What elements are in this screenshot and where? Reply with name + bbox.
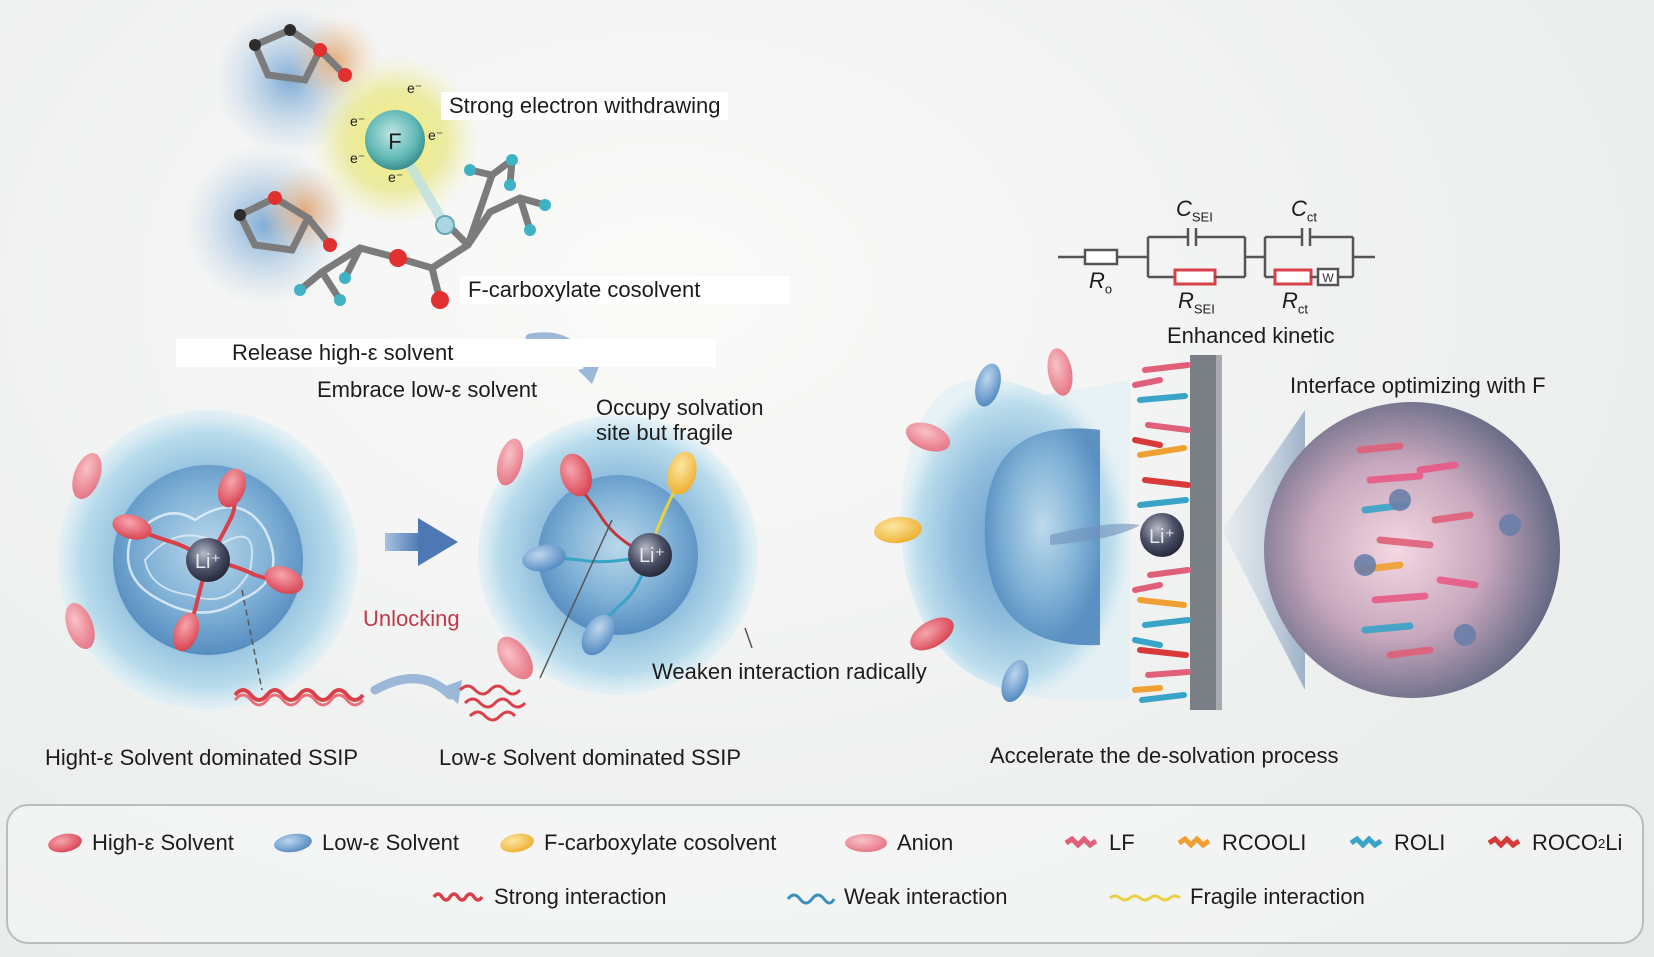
- legend-f-carboxylate: F-carboxylate cosolvent: [498, 828, 776, 858]
- label-interface: Interface optimizing with F: [1290, 373, 1546, 398]
- low-e-ssip-cluster: Li⁺: [458, 415, 758, 722]
- legend-row-1: High-ε Solvent Low-ε Solvent F-carboxyla…: [8, 828, 1642, 858]
- legend-lf: LF: [1063, 828, 1135, 858]
- label-strong-withdrawing: Strong electron withdrawing: [441, 92, 729, 121]
- label-enhanced: Enhanced kinetic: [1167, 323, 1335, 348]
- csei-label: CSEI: [1176, 196, 1213, 225]
- svg-text:e⁻: e⁻: [388, 169, 403, 185]
- fluorine-atom: [365, 110, 425, 170]
- legend-anion: Anion: [843, 828, 953, 858]
- cct-label: Cct: [1291, 196, 1318, 225]
- red-squiggle-icon: [1487, 835, 1521, 849]
- pink-squiggle-icon: [1064, 835, 1098, 849]
- orange-squiggle-icon: [1177, 835, 1211, 849]
- red-ellipse-icon: [48, 833, 82, 853]
- legend-row-2: Strong interaction Weak interaction Frag…: [8, 882, 1642, 912]
- legend-high-e-solvent: High-ε Solvent: [46, 828, 234, 858]
- fragile-wave-icon: [1109, 894, 1181, 902]
- warburg-label: W: [1322, 271, 1334, 285]
- label-accelerate: Accelerate the de-solvation process: [990, 743, 1339, 768]
- legend-low-e-solvent: Low-ε Solvent: [272, 828, 459, 858]
- pink-ellipse-icon: [845, 834, 887, 852]
- lithium-ion-label: Li⁺: [195, 551, 221, 573]
- f-carboxylate-molecule: F e⁻ e⁻ e⁻ e⁻ e⁻: [185, 5, 551, 309]
- label-low-ssip: Low-ε Solvent dominated SSIP: [439, 745, 742, 770]
- label-hight-ssip: Hight-ε Solvent dominated SSIP: [45, 745, 359, 770]
- label-release: Release high-ε solvent: [176, 339, 716, 368]
- desolvation-illustration: Li⁺: [874, 348, 1560, 710]
- label-unlocking: Unlocking: [363, 606, 460, 631]
- label-occupy: Occupy solvation site but fragile: [596, 395, 764, 445]
- curved-arrow-bottom-icon: [370, 674, 455, 700]
- rct-label: Rct: [1282, 288, 1309, 317]
- svg-text:Li⁺: Li⁺: [1149, 526, 1175, 548]
- rsei-label: RSEI: [1178, 288, 1215, 317]
- svg-text:e⁻: e⁻: [350, 150, 365, 166]
- strong-wave-icon: [432, 892, 484, 902]
- legend-strong-interaction: Strong interaction: [432, 882, 666, 912]
- label-weaken: Weaken interaction radically: [652, 659, 927, 684]
- equivalent-circuit: [1058, 228, 1375, 287]
- label-embrace: Embrace low-ε solvent: [317, 377, 538, 402]
- yellow-ellipse-icon: [500, 833, 534, 853]
- svg-text:e⁻: e⁻: [350, 113, 365, 129]
- label-f-carboxylate: F-carboxylate cosolvent: [460, 276, 790, 305]
- cyan-squiggle-icon: [1349, 835, 1383, 849]
- blue-ellipse-icon: [274, 833, 312, 853]
- legend-fragile-interaction: Fragile interaction: [1108, 882, 1365, 912]
- arrow-right-icon: [385, 518, 458, 566]
- legend-roli: ROLI: [1348, 828, 1445, 858]
- high-e-ssip-cluster: Li⁺: [58, 410, 365, 710]
- legend: High-ε Solvent Low-ε Solvent F-carboxyla…: [6, 804, 1644, 944]
- legend-weak-interaction: Weak interaction: [786, 882, 1007, 912]
- zoom-circle: [1264, 402, 1560, 698]
- electron-labels: e⁻ e⁻ e⁻ e⁻ e⁻: [350, 80, 443, 185]
- svg-text:Li⁺: Li⁺: [639, 545, 665, 567]
- fluorine-label: F: [388, 129, 401, 154]
- svg-text:e⁻: e⁻: [407, 80, 422, 96]
- weak-wave-icon: [786, 893, 836, 905]
- svg-text:e⁻: e⁻: [428, 127, 443, 143]
- r0-label: Ro: [1089, 268, 1113, 297]
- legend-rcooli: RCOOLI: [1176, 828, 1306, 858]
